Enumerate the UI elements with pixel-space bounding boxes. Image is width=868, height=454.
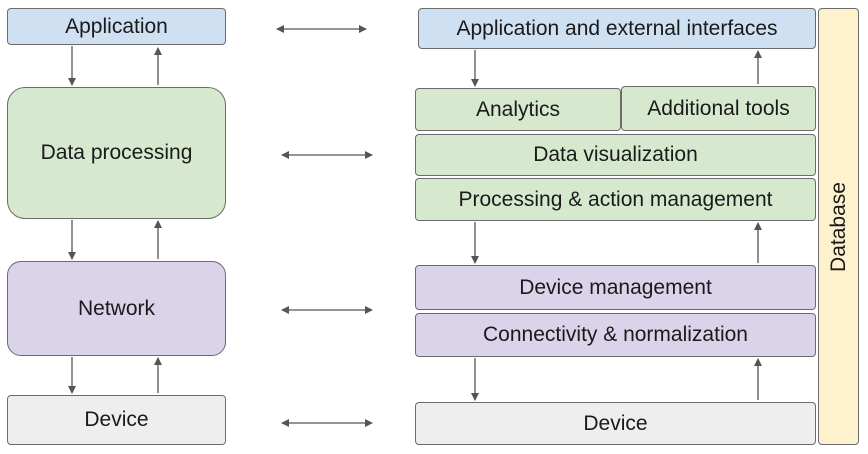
left-application-box: Application [7, 8, 226, 45]
left-application-label: Application [65, 14, 168, 38]
right-device-label: Device [583, 411, 648, 435]
right-device-management-label: Device management [519, 275, 712, 299]
left-data-processing-label: Data processing [40, 141, 193, 164]
left-network-box: Network [7, 261, 226, 356]
database-box: Database [818, 8, 859, 445]
right-data-visualization-box: Data visualization [415, 134, 816, 176]
right-app-interfaces-box: Application and external interfaces [418, 8, 816, 49]
left-device-label: Device [84, 408, 149, 431]
right-app-interfaces-label: Application and external interfaces [456, 16, 778, 40]
left-network-label: Network [77, 296, 156, 320]
right-device-box: Device [415, 402, 816, 445]
right-processing-action-box: Processing & action management [415, 178, 816, 221]
right-data-visualization-label: Data visualization [533, 143, 698, 166]
right-analytics-box: Analytics [415, 88, 621, 131]
left-data-processing-box: Data processing [7, 87, 226, 219]
left-device-box: Device [7, 395, 226, 445]
right-additional-tools-label: Additional tools [647, 96, 790, 120]
right-device-management-box: Device management [415, 265, 816, 310]
right-connectivity-label: Connectivity & normalization [483, 323, 748, 346]
right-processing-action-label: Processing & action management [458, 187, 773, 211]
right-additional-tools-box: Additional tools [621, 86, 816, 131]
right-connectivity-box: Connectivity & normalization [415, 313, 816, 357]
right-analytics-label: Analytics [475, 97, 561, 121]
